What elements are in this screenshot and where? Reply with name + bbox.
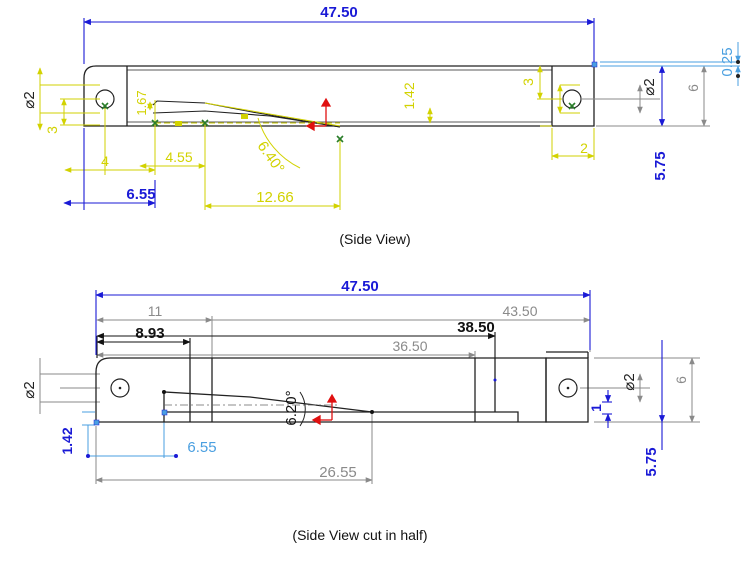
side-dim-slot-depth: 1.67 bbox=[134, 90, 149, 115]
cut-black-dims bbox=[96, 332, 496, 358]
side-view-labels: 47.50 ⌀2 3 1.67 1.42 3 ⌀2 2 0.25 6 5.75 … bbox=[21, 4, 736, 206]
side-dim-x-12-66: 12.66 bbox=[256, 189, 294, 206]
cut-dim-overall-length: 47.50 bbox=[341, 278, 379, 295]
cut-view-caption: (Side View cut in half) bbox=[292, 527, 428, 543]
side-point-markers bbox=[101, 102, 576, 143]
cut-view-labels: 47.50 11 8.93 36.50 38.50 43.50 ⌀2 ⌀2 6 … bbox=[21, 278, 689, 481]
cut-dim-bottom-height: 5.75 bbox=[643, 447, 660, 476]
side-dim-x-4-55: 4.55 bbox=[165, 149, 192, 165]
cut-view-part-outline bbox=[95, 351, 589, 423]
side-dim-x-6-55: 6.55 bbox=[126, 186, 155, 203]
side-view: 47.50 ⌀2 3 1.67 1.42 3 ⌀2 2 0.25 6 5.75 … bbox=[21, 4, 741, 210]
cut-dim-angle: 6.20° bbox=[283, 390, 300, 425]
side-blue-dims bbox=[63, 18, 666, 210]
side-origin-triad bbox=[305, 97, 332, 132]
side-dim-thickness-top: 0.25 bbox=[719, 47, 736, 76]
side-dim-hole-dia-right: ⌀2 bbox=[641, 78, 658, 95]
cut-dim-overall-height: 6 bbox=[673, 376, 689, 384]
cut-dim-38-50: 38.50 bbox=[457, 319, 495, 336]
side-dim-left-height: 3 bbox=[44, 126, 60, 134]
cut-dim-36-50: 36.50 bbox=[392, 338, 427, 354]
cut-dim-43-50: 43.50 bbox=[502, 303, 537, 319]
cut-dim-small-1: 1 bbox=[588, 404, 604, 412]
cut-blue-dims bbox=[95, 290, 666, 450]
side-dim-overall-length: 47.50 bbox=[320, 4, 358, 21]
side-yellow-construction bbox=[40, 84, 595, 210]
cut-dim-x-26-55: 26.55 bbox=[319, 464, 357, 481]
side-yellow-dims bbox=[37, 65, 595, 209]
side-dim-slot-top: 1.42 bbox=[401, 82, 417, 109]
side-dim-hole-dia-left: ⌀2 bbox=[21, 91, 38, 108]
cut-left-hole bbox=[110, 378, 130, 398]
side-dim-x-4: 4 bbox=[101, 153, 109, 169]
side-dim-right-hole-x: 2 bbox=[580, 140, 588, 156]
side-dim-bottom-height: 5.75 bbox=[652, 151, 669, 180]
cut-origin-triad bbox=[311, 393, 338, 426]
side-view-part-outline bbox=[83, 65, 595, 127]
side-dim-angle: 6.40° bbox=[254, 138, 288, 177]
cut-dim-8-93: 8.93 bbox=[135, 325, 164, 342]
cut-dim-left-1-42: 1.42 bbox=[59, 427, 75, 454]
cut-dim-11: 11 bbox=[148, 303, 163, 319]
cut-dim-hole-dia-left: ⌀2 bbox=[21, 381, 38, 398]
cut-gray-dims bbox=[39, 316, 700, 484]
side-dim-overall-height: 6 bbox=[685, 84, 701, 92]
cut-view: 47.50 11 8.93 36.50 38.50 43.50 ⌀2 ⌀2 6 … bbox=[21, 278, 700, 484]
side-dim-right-offset: 3 bbox=[520, 78, 536, 86]
side-view-caption: (Side View) bbox=[339, 231, 411, 247]
cut-dim-hole-dia-right: ⌀2 bbox=[621, 373, 638, 390]
cut-dim-x-6-55: 6.55 bbox=[187, 439, 216, 456]
cut-right-hole bbox=[558, 378, 578, 398]
cut-lightblue-dims bbox=[82, 411, 176, 458]
